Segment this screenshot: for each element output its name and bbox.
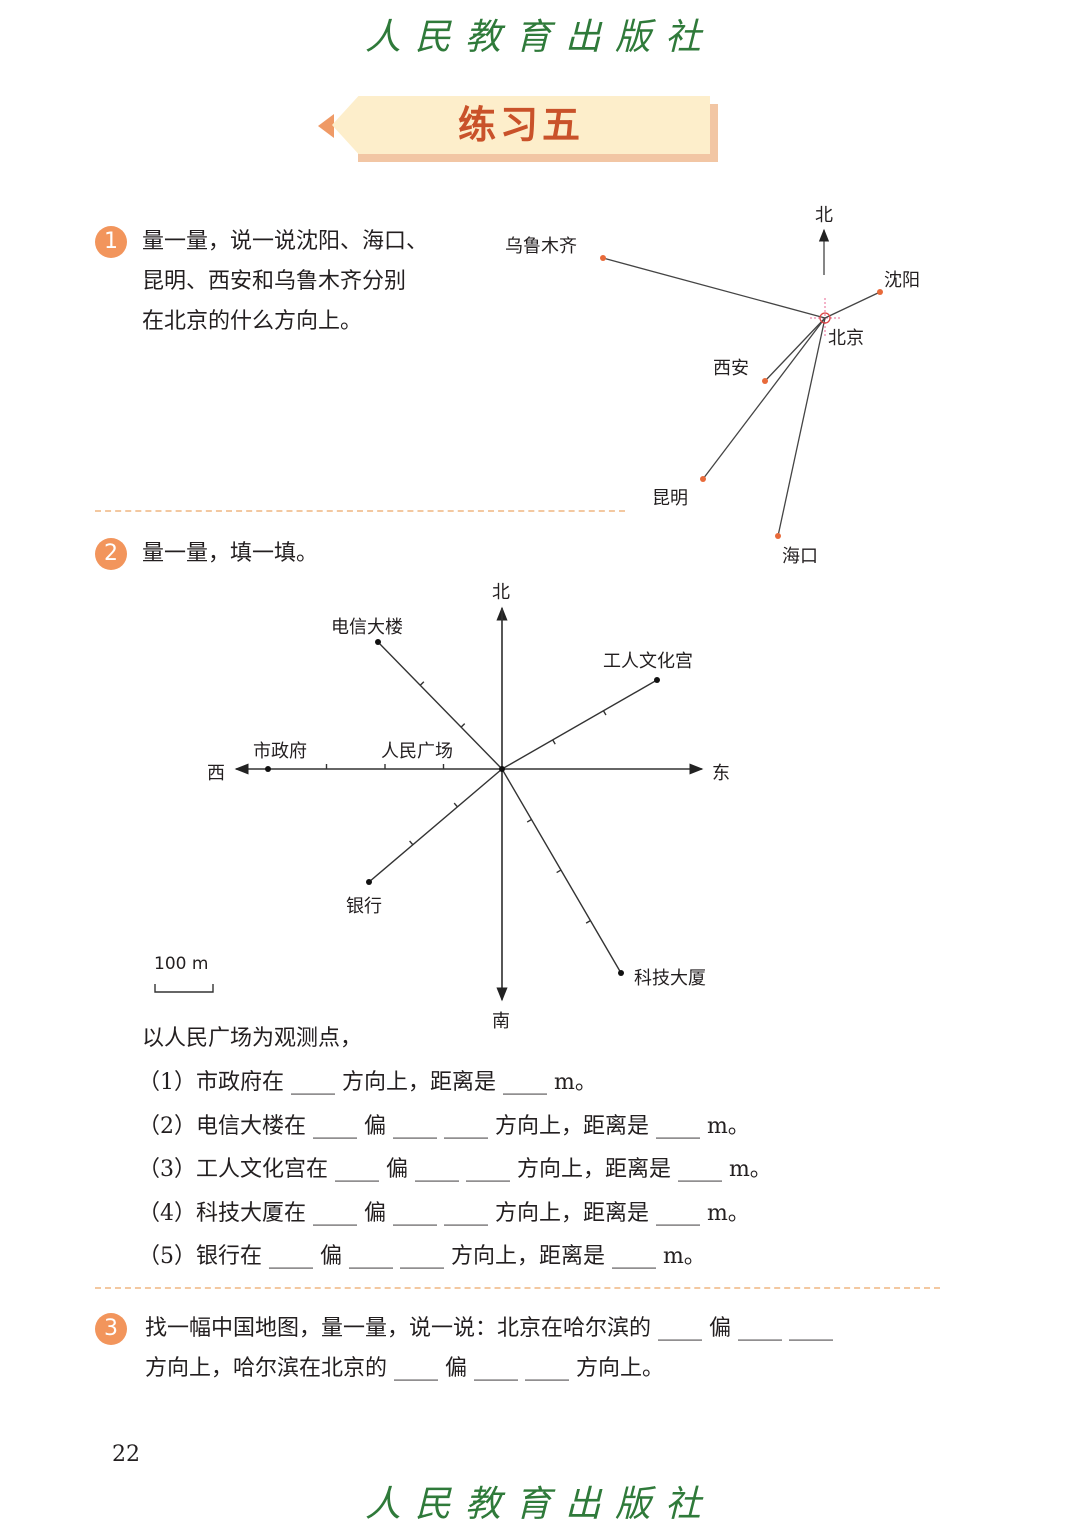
q1-city-shenyang: 沈阳 xyxy=(884,270,920,291)
q1-line-1: 量一量，说一说沈阳、海口、 xyxy=(142,229,429,254)
q2-diagram xyxy=(154,606,704,1002)
tick-mark xyxy=(556,869,562,874)
tick-mark xyxy=(602,710,607,716)
tick-mark xyxy=(526,818,532,823)
q2-intro: 以人民广场为观测点， xyxy=(142,1026,363,1051)
line-telecom xyxy=(377,641,503,770)
line-urumqi xyxy=(602,257,826,319)
q2-item-3: （3）工人文化宫在 ____ 偏 ____ ____ 方向上，距离是 ____ … xyxy=(138,1157,772,1182)
q2-item-5: （5）银行在 ____ 偏 ____ ____ 方向上，距离是 ____ m。 xyxy=(138,1244,706,1269)
place-telecom: 电信大楼 xyxy=(331,617,403,638)
scale-label: 100 m xyxy=(154,954,209,974)
q3-line-2: 方向上，哈尔滨在北京的 ____ 偏 ____ ____ 方向上。 xyxy=(145,1356,664,1381)
q1-city-kunming: 昆明 xyxy=(652,488,688,509)
question-number-3: 3 xyxy=(95,1313,127,1345)
q1-line-2: 昆明、西安和乌鲁木齐分别 xyxy=(142,269,407,294)
page-number: 22 xyxy=(112,1442,140,1467)
line-haikou xyxy=(777,317,826,537)
q1-city-xian: 西安 xyxy=(713,358,749,379)
q1-map xyxy=(600,228,883,539)
line-workers-palace xyxy=(501,679,658,770)
question-number-2: 2 xyxy=(95,538,127,570)
publisher-logo-top: 人民教育出版社 xyxy=(364,17,715,58)
place-tech-building: 科技大厦 xyxy=(634,968,706,989)
banner-background xyxy=(332,96,710,154)
place-bank: 银行 xyxy=(346,896,382,917)
q2-south-label: 南 xyxy=(492,1011,510,1032)
scale-bar xyxy=(154,984,214,993)
q1-city-haikou: 海口 xyxy=(782,546,818,567)
q2-item-2: （2）电信大楼在 ____ 偏 ____ ____ 方向上，距离是 ____ m… xyxy=(138,1114,750,1139)
q2-item-4: （4）科技大厦在 ____ 偏 ____ ____ 方向上，距离是 ____ m… xyxy=(138,1201,750,1226)
q2-item-1: （1）市政府在 ____ 方向上，距离是 ____ m。 xyxy=(138,1070,597,1095)
tick-mark xyxy=(453,802,458,808)
q2-center-label: 人民广场 xyxy=(381,741,453,762)
q1-beijing-label: 北京 xyxy=(828,328,864,349)
line-shenyang xyxy=(824,291,881,319)
banner-tip xyxy=(318,114,334,138)
q1-north-label: 北 xyxy=(815,205,833,226)
line-kunming xyxy=(702,317,826,480)
exercise-title: 练习五 xyxy=(457,102,584,147)
divider xyxy=(95,510,625,512)
tick-mark xyxy=(419,681,425,686)
place-city-hall: 市政府 xyxy=(253,741,307,762)
exercise-title-banner: 练习五 xyxy=(318,96,718,162)
tick-mark xyxy=(585,919,591,924)
tick-mark xyxy=(460,723,466,728)
divider xyxy=(95,1287,940,1289)
line-tech-building xyxy=(501,768,622,974)
line-xian xyxy=(764,317,826,382)
q2-north-label: 北 xyxy=(492,582,510,603)
publisher-logo-bottom: 人民教育出版社 xyxy=(364,1484,715,1525)
question-number-1: 1 xyxy=(95,226,127,258)
line-bank xyxy=(368,768,503,883)
tick-mark xyxy=(409,840,414,846)
tick-mark xyxy=(552,739,556,745)
place-workers-palace: 工人文化宫 xyxy=(603,651,693,672)
q3-line-1: 找一幅中国地图，量一量，说一说：北京在哈尔滨的 ____ 偏 ____ ____ xyxy=(145,1316,833,1341)
q1-city-urumqi: 乌鲁木齐 xyxy=(505,236,577,257)
q2-east-label: 东 xyxy=(712,763,730,784)
q2-west-label: 西 xyxy=(207,763,225,784)
beijing-marker xyxy=(819,312,831,324)
q1-line-3: 在北京的什么方向上。 xyxy=(142,309,363,334)
q2-prompt: 量一量，填一填。 xyxy=(142,541,319,566)
